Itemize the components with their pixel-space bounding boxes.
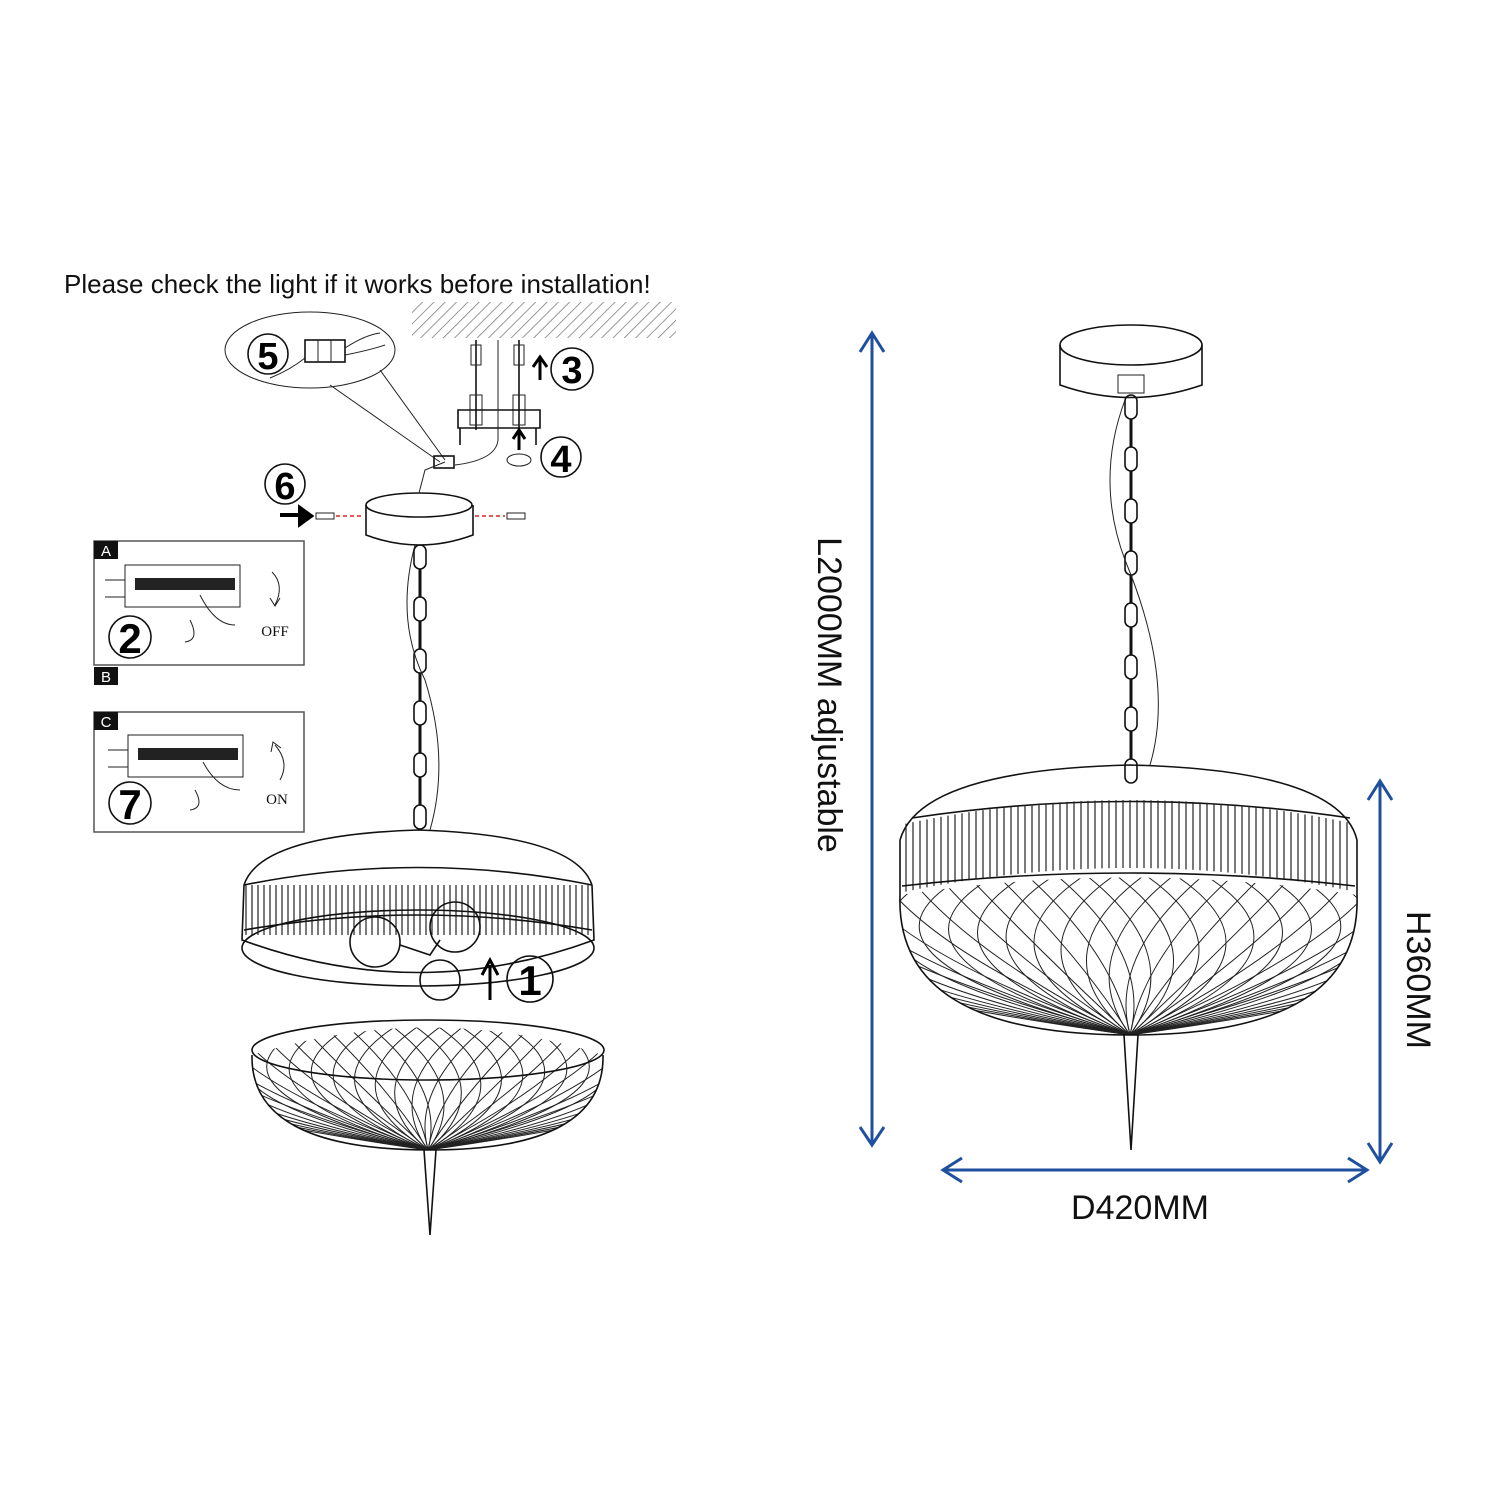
height-dimension-arrow xyxy=(1366,778,1394,1165)
panel-breaker-off: A 2 OFF B xyxy=(93,540,305,686)
length-label: L2000MM adjustable xyxy=(810,537,848,853)
bulbs-icon xyxy=(349,901,481,1001)
ceiling-hatch xyxy=(412,302,676,338)
off-label: OFF xyxy=(261,624,289,640)
screw-left xyxy=(315,512,335,520)
rotate-icon xyxy=(506,453,532,467)
canopy xyxy=(365,461,474,546)
connector-callout xyxy=(224,311,396,389)
panel-a-label: A xyxy=(101,543,111,560)
finial xyxy=(423,1149,437,1236)
length-dimension-arrow xyxy=(858,330,886,1148)
chain xyxy=(1124,394,1138,784)
step-5-badge xyxy=(247,333,289,375)
glass-bowl xyxy=(251,1019,605,1236)
height-label: H360MM xyxy=(1399,911,1437,1049)
glass-bowl xyxy=(899,877,1358,1151)
step-7-number: 7 xyxy=(118,781,141,828)
installation-steps: 3 4 5 6 xyxy=(93,302,676,1236)
diameter-label: D420MM xyxy=(1071,1189,1209,1227)
arrow-right-icon xyxy=(280,504,315,528)
step-3-badge xyxy=(550,347,594,391)
step-6-number: 6 xyxy=(274,466,295,508)
arrow-up-icon xyxy=(511,427,527,450)
panel-b-label: B xyxy=(101,669,111,686)
canopy xyxy=(1059,324,1203,399)
ceiling-screws xyxy=(454,340,541,466)
step-4-badge xyxy=(540,436,582,478)
step-3-number: 3 xyxy=(561,350,582,392)
cable xyxy=(1109,399,1159,766)
finial xyxy=(1123,1034,1139,1151)
connector xyxy=(433,455,455,469)
step-1-number: 1 xyxy=(518,957,541,1004)
terminal-block-icon xyxy=(269,332,386,379)
cable xyxy=(406,544,440,831)
arrow-up-icon xyxy=(480,956,500,1000)
step-5-number: 5 xyxy=(257,336,278,378)
panel-c-label: C xyxy=(101,714,112,731)
lamp-shade xyxy=(241,829,595,987)
panel-breaker-on: C 7 ON xyxy=(93,711,305,833)
step-4-number: 4 xyxy=(550,439,571,481)
screw-right xyxy=(506,512,526,520)
lamp-shade xyxy=(899,764,1358,895)
on-label: ON xyxy=(266,792,288,808)
chain xyxy=(413,544,427,830)
step-6-badge xyxy=(264,463,306,505)
step-1-badge xyxy=(506,955,554,1003)
diameter-dimension-arrow xyxy=(940,1156,1370,1184)
dimension-drawing: L2000MM adjustable H360MM D420MM xyxy=(810,324,1437,1227)
step-2-number: 2 xyxy=(118,615,141,662)
instruction-text: Please check the light if it works befor… xyxy=(64,269,651,299)
arrow-up-icon xyxy=(531,354,549,380)
